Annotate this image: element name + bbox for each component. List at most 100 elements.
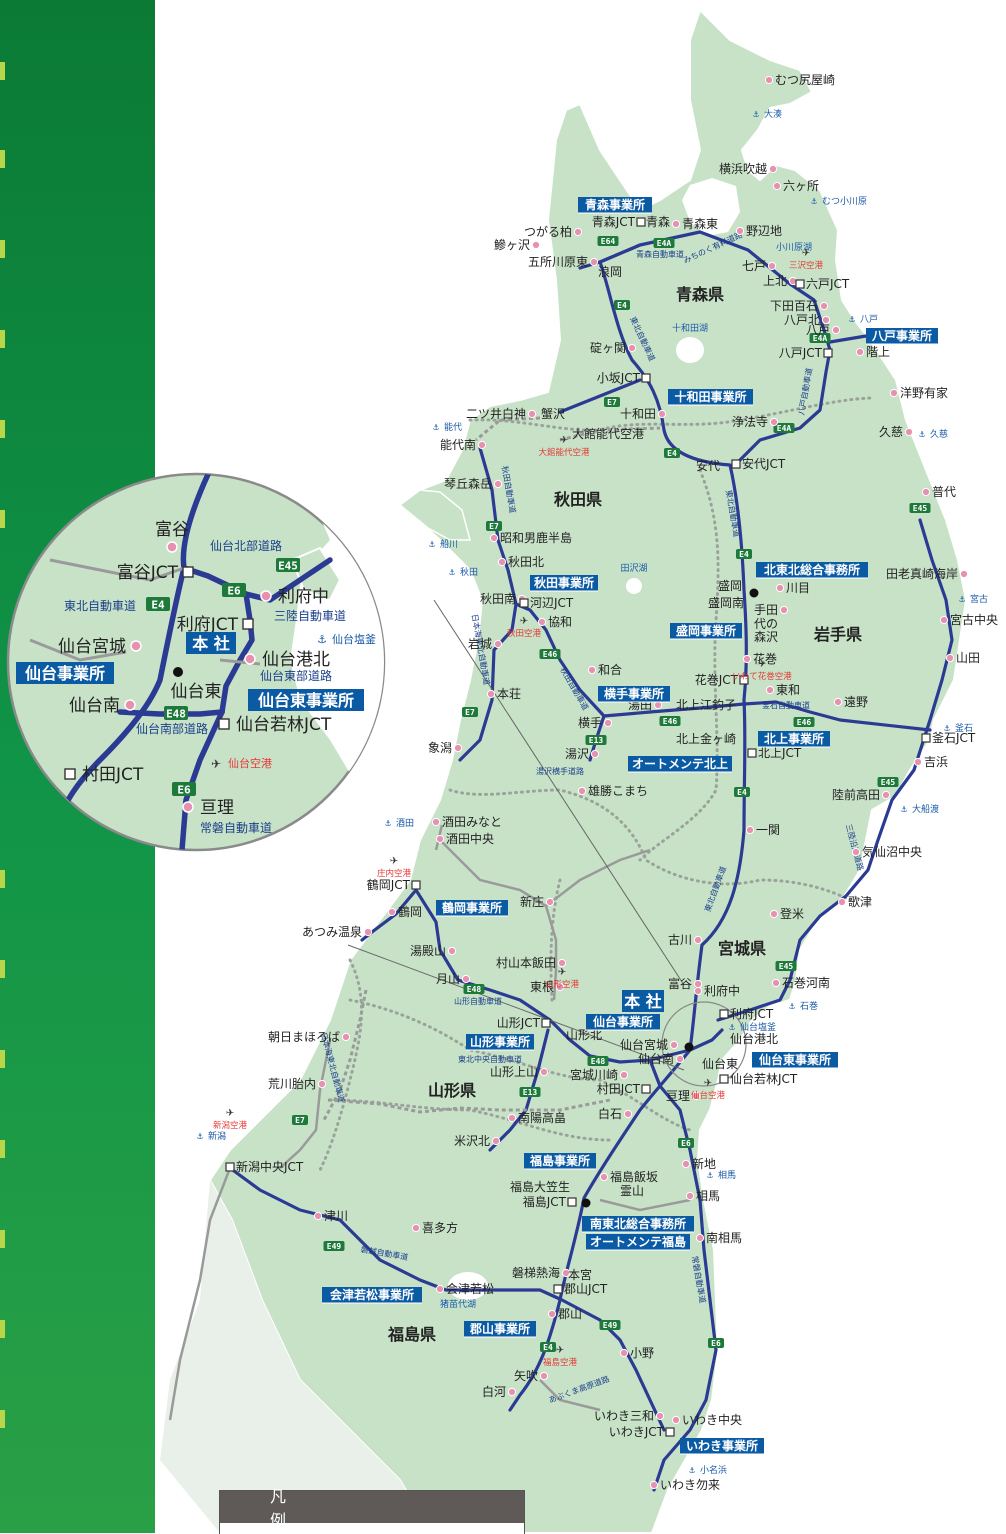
interchange-name: 磐梯熱海 [512,1265,560,1280]
ic-marker [589,257,599,267]
interchange-name: 五所川原東 [528,255,588,269]
route-shield: E6 [708,1338,724,1348]
planned-routes [322,416,661,1121]
office-label: 秋田事業所 [530,575,598,592]
interchange-name: 利府中 [704,983,740,998]
interchange-name: 新地 [692,1156,716,1171]
office-label: 八戸事業所 [866,328,938,345]
inset-interchange-name: 仙台南 [69,696,120,716]
office-label-text: 仙台東事業所 [258,691,354,710]
ic-marker [461,974,471,984]
inset-road-name: 常磐自動車道 [200,821,272,835]
sidebar-tick [0,870,5,888]
route-shield: E4 [734,787,750,797]
interchange-name: 福島飯坂 [610,1169,658,1184]
ic-marker [166,541,178,553]
ic-marker [561,1268,571,1278]
ic-marker [765,685,775,695]
road-name: 青森自動車道 [636,249,684,259]
route-shield: E6 [678,1138,694,1148]
interchange-name: いわきJCT [609,1425,665,1439]
ic-marker [945,653,955,663]
interchange-name: 宮城川崎 [570,1067,618,1082]
ic-marker [507,1387,517,1397]
sendai-inset: E45E6E4E48E6仙台北部道路東北自動車道三陸自動車道仙台東部道路仙台南部… [6,472,386,852]
port-name: 新潟 [208,1130,226,1142]
jct-marker [541,1018,551,1028]
interchange-name: 安代 [696,458,720,473]
interchange-name: 象潟 [428,741,452,755]
interchange-name: 米沢北 [454,1134,490,1148]
ic-marker [590,749,600,759]
office-labels: 青森事業所十和田事業所八戸事業所秋田事業所北東北総合事務所盛岡事業所横手事業所北… [322,197,938,1455]
jct-marker [739,675,749,685]
route-shield: E4 [664,448,680,458]
ic-marker [831,325,841,335]
ic-marker [477,440,487,450]
ic-marker [693,979,703,989]
inset-road-name: 仙台南部道路 [136,721,208,736]
office-label-text: 福島事業所 [529,1153,590,1168]
ic-marker [904,427,914,437]
ic-marker [317,1079,327,1089]
route-shield: E46 [793,717,815,727]
interchange-name: 山形北 [566,1028,602,1042]
sidebar-tick [0,1410,5,1428]
interchange-name: 岩城 [468,636,492,651]
ic-marker [671,1415,681,1425]
ic-marker [587,665,597,675]
sidebar-tick [0,1230,5,1248]
ic-marker [681,1159,691,1169]
inset-road-name: 三陸自動車道 [274,609,346,623]
ic-marker [537,617,547,627]
ic-marker [619,1070,629,1080]
ic-marker [435,834,445,844]
interchange-name: 矢吹 [514,1369,538,1383]
ic-marker [735,226,745,236]
sidebar-tick [0,1320,5,1338]
airport-icon: ✈ [226,1108,234,1119]
interchange-name: 白河 [482,1384,506,1399]
interchange-name: 横手 [578,716,602,730]
interchange-name: 盛岡 [718,578,742,593]
port-icon: ⚓ [943,724,950,733]
route-shield: E4 [540,1342,556,1352]
port-icon: ⚓ [788,1002,795,1011]
airport-icon: ✈ [520,616,528,627]
jct-marker [921,733,931,743]
lake-name: 小川原湖 [776,242,812,253]
airport-name: 福島空港 [543,1357,578,1368]
port-icon: ⚓ [428,540,435,549]
port-name: 大船渡 [912,803,939,815]
port-icon: ⚓ [706,1171,713,1180]
interchange-name: 酒田中央 [446,831,494,846]
niigata-fade [160,1180,430,1533]
office-label-text: 十和田事業所 [674,389,746,404]
ic-marker [913,757,923,767]
interchange-name: 大館能代空港 [572,426,644,441]
legend-title: 凡 例 [220,1487,524,1530]
route-shield: E13 [585,735,607,745]
interchange-name: 鶴岡 [398,904,422,919]
jct-marker [636,217,646,227]
interchange-name: 七戸 [742,259,766,273]
inset-road-name: 東北自動車道 [64,599,136,613]
jct-marker [242,618,254,630]
route-shield-label: E4A [657,239,672,248]
ic-marker [772,181,782,191]
airport-icon: ✈ [558,967,566,978]
interchange-name: 青森東 [682,216,718,231]
interchange-name: 石巻河南 [782,975,830,990]
route-shield: E4A [773,423,795,433]
prefecture-name: 宮城県 [718,939,766,958]
port-icon: ⚓ [900,805,907,814]
ic-marker [745,825,755,835]
ic-marker [486,689,496,699]
route-shield: E4A [653,238,675,248]
inset-port-name: 仙台塩釜 [332,632,376,646]
sidebar-tick [0,240,5,258]
ic-marker [545,897,555,907]
ic-marker [691,1091,701,1101]
interchange-name: 六ヶ所 [783,179,819,193]
